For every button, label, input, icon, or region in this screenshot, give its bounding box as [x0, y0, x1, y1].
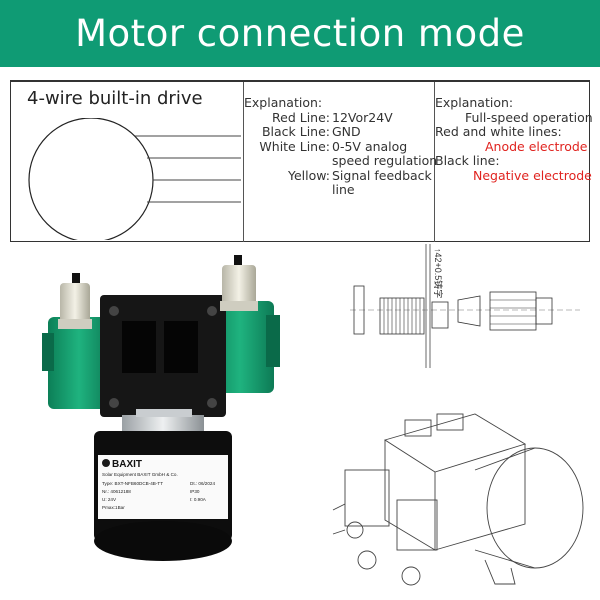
explanation-heading: Explanation:	[244, 95, 323, 110]
wire-key: White Line:	[259, 138, 330, 154]
product-label	[98, 455, 228, 519]
drawing-note: ↑42+0.5铸字	[433, 248, 444, 298]
label-brand: BAXIT	[112, 459, 142, 470]
wire-row: Yellow: Signal feedback	[244, 167, 434, 184]
left-pump-head	[48, 317, 110, 409]
wire-row: Red Line: 12Vor24V	[244, 109, 434, 126]
motor-wiring-diagram	[28, 118, 241, 240]
motor-circle-icon	[28, 118, 154, 240]
fullspeed-mode: Full-speed operation	[465, 109, 593, 125]
label-date: Dt.: 06/2024	[190, 481, 215, 486]
fullspeed-explanation: Explanation: Full-speed operation Red an…	[435, 95, 593, 183]
wire-value: 0-5V analog	[332, 138, 408, 154]
wire-row: White Line: 0-5V analog	[244, 138, 434, 155]
label-current: I: 0.90A	[190, 497, 207, 502]
title-banner: Motor connection mode	[0, 0, 600, 67]
black-line-label: Black line:	[435, 153, 500, 168]
wire-value: 12Vor24V	[332, 109, 393, 125]
wire-key: Red Line:	[272, 109, 330, 125]
red-white-label: Red and white lines:	[435, 124, 562, 139]
brand-logo-icon	[102, 459, 110, 467]
label-pmax: Pmax:1Bar	[102, 505, 125, 510]
pump-isometric-drawing	[332, 413, 584, 586]
negative-label: Negative electrode	[473, 167, 592, 183]
wire-row: speed regulation	[244, 153, 438, 169]
column-divider	[243, 82, 244, 242]
label-maker: Solar Equipment BAXIT GmbH & Co.	[102, 472, 178, 477]
label-voltage: U: 24V	[102, 497, 117, 502]
right-connector	[222, 265, 256, 305]
column-divider	[434, 82, 435, 242]
drive-title: 4-wire built-in drive	[27, 88, 203, 109]
connector-drawing: ↑42+0.5铸字	[350, 244, 580, 368]
wire-value: speed regulation	[332, 153, 438, 168]
wire-explanation: Explanation: Red Line: 12Vor24V Black Li…	[244, 95, 438, 198]
wire-key: Yellow:	[287, 167, 330, 183]
wire-value: line	[332, 182, 355, 197]
wire-row: Black Line: GND	[244, 124, 434, 140]
pump-body	[100, 295, 226, 417]
banner-title: Motor connection mode	[75, 12, 525, 55]
wire-value: GND	[332, 124, 361, 139]
anode-label: Anode electrode	[485, 138, 588, 154]
label-ip: IP30	[190, 489, 200, 494]
wire-key: Black Line:	[261, 124, 330, 139]
left-connector	[60, 283, 90, 323]
label-type: Type: BXT-NFB60DCB-4B-TT	[102, 481, 163, 486]
thread-lines	[383, 298, 421, 334]
explanation-heading: Explanation:	[435, 95, 514, 110]
pump-photo: BAXIT Solar Equipment BAXIT GmbH & Co. T…	[42, 255, 280, 561]
wire-value: Signal feedback	[332, 167, 432, 183]
wire-row: line	[244, 182, 434, 198]
wiring-diagram-panel: 4-wire built-in drive Explanation: Red L…	[10, 80, 593, 242]
label-serial: Nr.: 40612188	[102, 489, 131, 494]
